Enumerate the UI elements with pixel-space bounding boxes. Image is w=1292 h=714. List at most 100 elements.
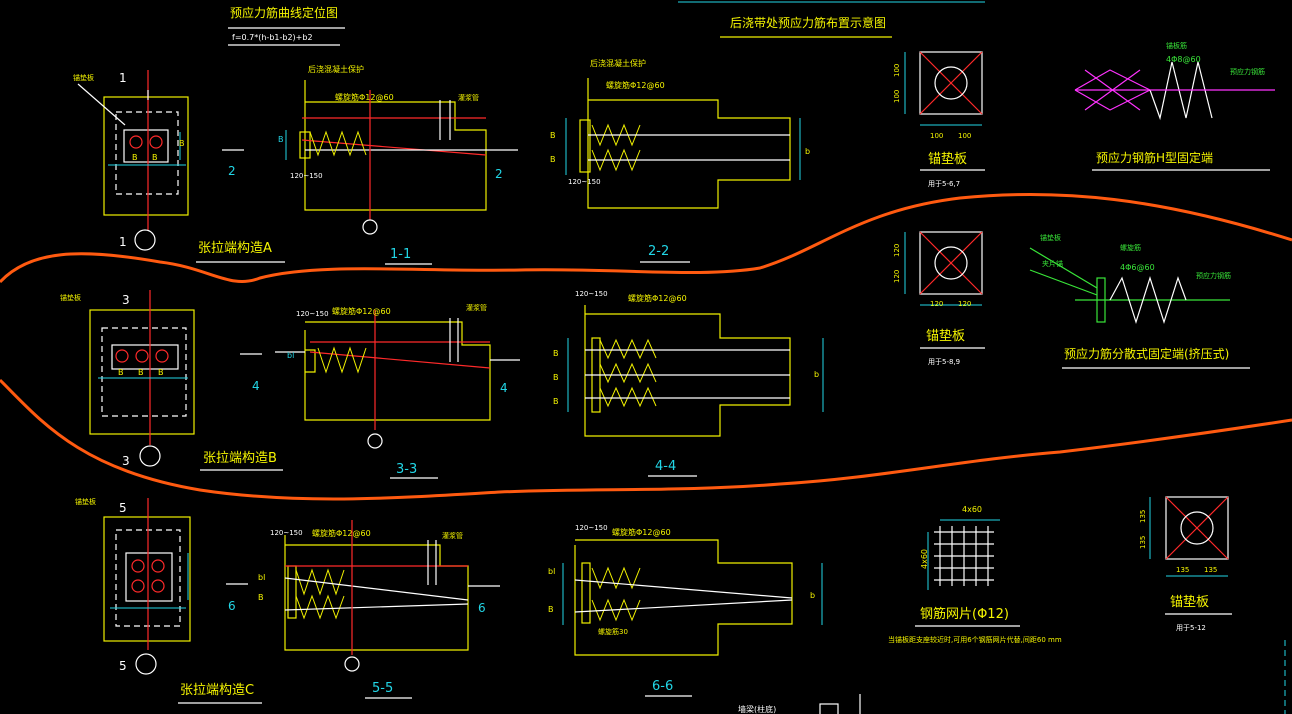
mesh-title: 钢筋网片(Φ12): [920, 606, 1009, 622]
dim-b-side: B: [278, 135, 284, 144]
rebar-mesh[interactable]: [934, 526, 994, 586]
dim-b: B: [158, 368, 164, 377]
plate1-dim-4: 100: [958, 132, 971, 140]
plate3-label: 锚垫板: [1170, 594, 1209, 610]
mesh-note: 当锚板距支座较近时,可用6个钢筋网片代替,间距60 mm: [888, 635, 1062, 644]
mesh-side-dim: 4x60: [920, 549, 929, 569]
plate2-label: 锚垫板: [926, 328, 965, 344]
dim-120-150: 120~150: [290, 172, 323, 180]
dim-b: B: [132, 153, 138, 162]
section-3-3[interactable]: 螺旋筋Φ12@60 灌浆管 120~150 bl 4: [275, 303, 520, 449]
section-2-2[interactable]: 后浇混凝土保护 螺旋筋Φ12@60 B B b 120~150: [550, 58, 810, 209]
plate2-dim-1: 120: [893, 244, 901, 257]
section-3-3-title: 3-3: [396, 462, 417, 477]
post-pour-protect-note: 后浇混凝土保护: [308, 64, 364, 74]
bottom-box: [819, 703, 839, 714]
sep-label-wedge-anchor: 夹片锚: [1042, 259, 1063, 268]
anchor-plate-1[interactable]: 100 100 100 100 锚垫板 用于5-6,7: [893, 51, 985, 188]
spiral-reinf-note: 螺旋筋30: [598, 627, 628, 636]
section-5-5-title: 5-5: [372, 681, 393, 696]
dim-b: B: [152, 153, 158, 162]
spiral-note-3-3: 螺旋筋Φ12@60: [332, 306, 391, 316]
section-mark-5-bottom: 5: [119, 659, 127, 673]
dim-b-4b: B: [553, 373, 559, 382]
dim-bl-5: bl: [258, 573, 265, 582]
cloud-marker-upper: [0, 192, 1292, 284]
spiral-note-b: 螺旋筋Φ12@60: [606, 80, 665, 90]
section-mark-1-top: 1: [119, 71, 127, 85]
anchor-plate-3[interactable]: 135 135 135 135 锚垫板 用于5-12: [1139, 496, 1232, 632]
spiral-note-a: 螺旋筋Φ12@60: [335, 92, 394, 102]
anchor-plate-2[interactable]: 120 120 120 120 锚垫板 用于5-8,9: [893, 231, 985, 366]
section-6-6[interactable]: 螺旋筋Φ12@60 120~150 bl B b 螺旋筋30: [548, 524, 823, 656]
h-type-fixed-end[interactable]: 锚板筋 4Φ8@60 预应力钢筋 预应力钢筋H型固定端: [1074, 41, 1275, 171]
sep-title: 预应力筋分散式固定端(挤压式): [1064, 346, 1229, 361]
tension-end-a-plan[interactable]: B B B 锚垫板 1 1 2: [73, 70, 244, 251]
post-pour-title: 后浇带处预应力筋布置示意图: [730, 15, 886, 30]
section-mark-1-bottom: 1: [119, 235, 127, 249]
section-5-5[interactable]: 螺旋筋Φ12@60 灌浆管 120~150 B bl 6: [258, 520, 500, 672]
dim-120-150-6: 120~150: [575, 524, 608, 532]
cloud-marker-lower: [0, 378, 1292, 501]
sep-label-anchor-plate: 锚垫板: [1040, 233, 1061, 242]
tension-c-title: 张拉端构造C: [180, 683, 254, 698]
sep-label-tendon: 预应力钢筋: [1196, 271, 1231, 280]
dim-b-2: B: [550, 131, 556, 140]
plate3-dim-4: 135: [1204, 566, 1217, 574]
h-end-title: 预应力钢筋H型固定端: [1096, 150, 1213, 165]
dim-bl: bl: [287, 351, 294, 360]
section-mark-3-bottom: 3: [122, 454, 130, 468]
anchor-plate-note: 锚垫板: [73, 73, 94, 82]
section-6-6-title: 6-6: [652, 679, 673, 694]
spiral-note-4-4: 螺旋筋Φ12@60: [628, 293, 687, 303]
section-mark-4-right: 4: [500, 381, 508, 395]
plate1-dim-1: 100: [893, 64, 901, 77]
section-1-1-title: 1-1: [390, 247, 411, 262]
dim-120-150-3: 120~150: [296, 310, 329, 318]
tension-end-c-plan[interactable]: 锚垫板 5 5 6: [75, 497, 248, 675]
plate3-dim-1: 135: [1139, 510, 1147, 523]
mesh-top-dim: 4x60: [962, 505, 982, 514]
grout-pipe-note: 灌浆管: [458, 93, 479, 102]
plate1-dim-2: 100: [893, 90, 901, 103]
section-1-1[interactable]: 后浇混凝土保护 螺旋筋Φ12@60 灌浆管 120~150 B 2: [278, 64, 518, 235]
dim-b-low-4: b: [814, 370, 819, 379]
section-4-4[interactable]: 螺旋筋Φ12@60 120~150 B B B b: [553, 290, 824, 437]
plate3-dim-2: 135: [1139, 536, 1147, 549]
section-mark-6-right: 6: [478, 601, 486, 615]
plate2-dim-3: 120: [930, 300, 943, 308]
section-mark-2-right: 2: [495, 167, 503, 181]
post-pour-protect-note-2: 后浇混凝土保护: [590, 58, 646, 68]
dim-120-150-5: 120~150: [270, 529, 303, 537]
dim-b-low-6: b: [810, 591, 815, 600]
dim-b-low: b: [805, 147, 810, 156]
spiral-note-5-5: 螺旋筋Φ12@60: [312, 528, 371, 538]
plate3-dim-3: 135: [1176, 566, 1189, 574]
dim-b-4a: B: [553, 349, 559, 358]
plate1-dim-3: 100: [930, 132, 943, 140]
spiral-note-6-6: 螺旋筋Φ12@60: [612, 527, 671, 537]
dim-b-4c: B: [553, 397, 559, 406]
dim-b: B: [118, 368, 124, 377]
anchor-plate-note-b: 锚垫板: [60, 293, 81, 302]
plate2-dim-4: 120: [958, 300, 971, 308]
plate2-dim-2: 120: [893, 270, 901, 283]
section-2-2-title: 2-2: [648, 244, 669, 259]
section-mark-5-top: 5: [119, 501, 127, 515]
section-mark-3-top: 3: [122, 293, 130, 307]
section-mark-6: 6: [228, 599, 236, 613]
plate3-note: 用于5-12: [1176, 624, 1206, 632]
grout-pipe-note-5-5: 灌浆管: [442, 531, 463, 540]
dim-b: B: [179, 139, 185, 148]
tension-a-title: 张拉端构造A: [198, 241, 272, 256]
separated-fixed-end[interactable]: 锚垫板 夹片锚 螺旋筋 4Φ6@60 预应力钢筋 预应力筋分散式固定端(挤压式): [1029, 233, 1250, 369]
dim-b-3: B: [550, 155, 556, 164]
h-end-label-right: 预应力钢筋: [1230, 67, 1265, 76]
tension-end-b-plan[interactable]: B B B 锚垫板 3 3 4: [60, 290, 262, 468]
plate2-note: 用于5-8,9: [928, 358, 960, 366]
section-4-4-title: 4-4: [655, 459, 676, 474]
h-end-spiral: 4Φ8@60: [1166, 55, 1201, 64]
bottom-label: 墙梁(柱底): [738, 704, 776, 714]
dim-120-150-4: 120~150: [575, 290, 608, 298]
